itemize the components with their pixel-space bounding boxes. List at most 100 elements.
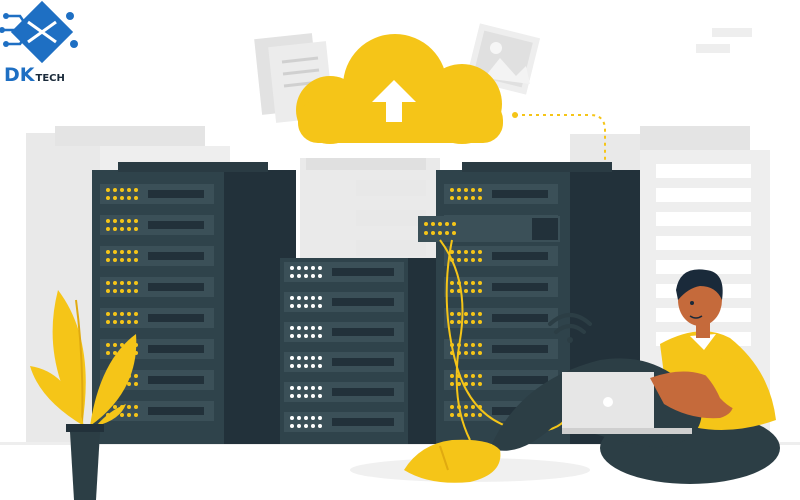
server-led	[127, 382, 131, 386]
server-led	[471, 343, 475, 347]
server-led	[478, 312, 482, 316]
server-led	[297, 356, 301, 360]
server-led	[127, 413, 131, 417]
server-led	[127, 281, 131, 285]
server-led	[297, 394, 301, 398]
server-led	[127, 250, 131, 254]
server-led	[450, 188, 454, 192]
server-led	[290, 386, 294, 390]
server-led	[304, 394, 308, 398]
server-led	[304, 274, 308, 278]
server-led	[450, 382, 454, 386]
server-led	[471, 320, 475, 324]
server-led	[134, 196, 138, 200]
server-led	[318, 274, 322, 278]
server-led	[450, 405, 454, 409]
server-led	[120, 320, 124, 324]
server-led	[311, 416, 315, 420]
server-led	[478, 382, 482, 386]
server-led	[450, 413, 454, 417]
server-slot-bar	[492, 283, 548, 291]
server-led	[464, 413, 468, 417]
server-led	[478, 343, 482, 347]
server-led	[113, 289, 117, 293]
server-led	[471, 289, 475, 293]
server-led	[471, 382, 475, 386]
server-led	[464, 281, 468, 285]
server-led	[478, 320, 482, 324]
server-slot-bar	[148, 221, 204, 229]
server-led	[478, 289, 482, 293]
server-led	[450, 374, 454, 378]
server-led	[304, 356, 308, 360]
server-led	[471, 281, 475, 285]
server-led	[457, 258, 461, 262]
server-led	[290, 274, 294, 278]
server-led	[127, 196, 131, 200]
server-led	[113, 250, 117, 254]
server-led	[457, 382, 461, 386]
server-led	[318, 304, 322, 308]
server-led	[318, 356, 322, 360]
server-led	[297, 364, 301, 368]
server-led	[113, 351, 117, 355]
server-led	[478, 196, 482, 200]
server-led	[134, 312, 138, 316]
server-led	[471, 258, 475, 262]
server-led	[478, 351, 482, 355]
connection-dotted-line	[515, 114, 606, 360]
server-led	[290, 334, 294, 338]
server-led	[106, 289, 110, 293]
server-led	[120, 281, 124, 285]
server-led	[318, 424, 322, 428]
server-slot-bar	[148, 345, 204, 353]
server-led	[134, 258, 138, 262]
server-slot-bar	[148, 190, 204, 198]
server-led	[134, 227, 138, 231]
server-led	[106, 219, 110, 223]
server-led	[127, 258, 131, 262]
server-led	[297, 274, 301, 278]
server-slot-bar	[148, 252, 204, 260]
server-led	[134, 188, 138, 192]
server-led	[290, 416, 294, 420]
server-led	[450, 281, 454, 285]
server-led	[127, 188, 131, 192]
server-led	[318, 266, 322, 270]
server-led	[297, 334, 301, 338]
server-led	[457, 320, 461, 324]
server-led	[304, 386, 308, 390]
server-led	[478, 188, 482, 192]
server-led	[311, 424, 315, 428]
server-led	[478, 250, 482, 254]
server-led	[304, 416, 308, 420]
server-led	[134, 374, 138, 378]
server-slot-bar	[332, 388, 394, 396]
server-led	[113, 219, 117, 223]
server-led	[318, 394, 322, 398]
server-led	[134, 289, 138, 293]
server-led	[120, 413, 124, 417]
server-led	[113, 281, 117, 285]
server-led	[311, 266, 315, 270]
server-led	[297, 296, 301, 300]
server-led	[471, 351, 475, 355]
server-led	[311, 326, 315, 330]
server-led	[318, 296, 322, 300]
server-led	[290, 364, 294, 368]
server-led	[106, 320, 110, 324]
server-led	[318, 386, 322, 390]
server-led	[471, 413, 475, 417]
server-led	[464, 405, 468, 409]
server-led	[106, 312, 110, 316]
server-slot-bar	[492, 252, 548, 260]
server-led	[464, 196, 468, 200]
brand-logo: DKTECH	[0, 0, 82, 86]
server-led	[120, 188, 124, 192]
plant-icon	[30, 290, 137, 500]
server-led	[304, 424, 308, 428]
server-slot-bar	[492, 376, 548, 384]
server-led	[106, 258, 110, 262]
server-led	[127, 219, 131, 223]
server-led	[120, 219, 124, 223]
